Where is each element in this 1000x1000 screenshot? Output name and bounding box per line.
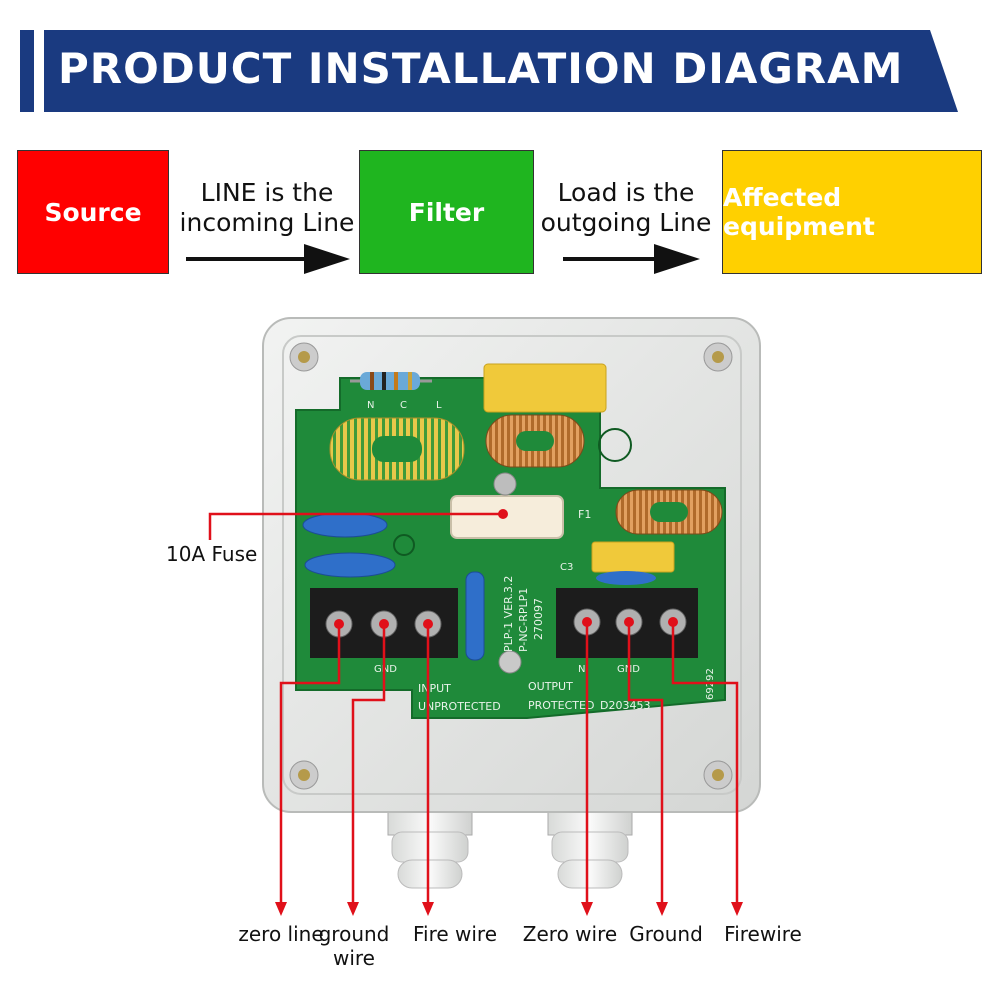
pcb-output-label: OUTPUT [528, 680, 573, 693]
toroid-coil-top [485, 414, 585, 468]
banner-shape [20, 30, 958, 112]
fuse-ref-label: F1 [578, 508, 591, 521]
filter-box: Filter [359, 150, 534, 274]
toroid-coil-right [615, 489, 723, 535]
load-description: Load is the outgoing Line [540, 178, 712, 237]
fire-wire-label: Fire wire [412, 922, 498, 946]
pin-label-n: N [367, 400, 374, 411]
arrow-line-in [186, 244, 350, 274]
gnd-label-left: GND [374, 664, 397, 675]
zero-wire-label: Zero wire [522, 922, 618, 946]
filter-label: Filter [408, 197, 485, 227]
capacitor-large [483, 363, 607, 413]
line-description: LINE is the incoming Line [179, 178, 355, 237]
ground-label: Ground [629, 922, 703, 946]
pcb-protected-label: PROTECTED [528, 699, 594, 712]
cap-ref-label: C3 [560, 562, 573, 573]
pin-label-l: L [436, 400, 442, 411]
firewire-label: Firewire [724, 922, 802, 946]
pcb-serial-label: D203453 [600, 699, 650, 712]
banner-main-shape [44, 30, 958, 112]
blue-wire-varistors [302, 512, 656, 661]
zero-line-callout [275, 619, 344, 916]
resistor [350, 372, 432, 390]
fuse-callout [208, 509, 508, 540]
ground-callout [624, 617, 668, 916]
ground-wire-callout [347, 619, 389, 916]
arrow-load-out [563, 244, 700, 274]
pcb-unprotected-label: UNPROTECTED [418, 700, 501, 713]
title-banner: PRODUCT INSTALLATION DIAGRAM [0, 0, 1000, 120]
fire-wire-callout [422, 619, 434, 916]
pcb-input-label: INPUT [418, 682, 451, 695]
equipment-label: Affected equipment [723, 183, 875, 241]
pcb-code-label: 270097 [532, 598, 545, 640]
ground-wire-label: ground wire [318, 922, 390, 970]
zero-wire-callout [581, 617, 593, 916]
firewire-callout [668, 617, 743, 916]
banner-left-bar [20, 30, 34, 112]
fuse-label: 10A Fuse [166, 542, 258, 566]
board-screw [498, 650, 522, 674]
pcb-version-label: PLP-1 VER.3.2 [502, 576, 515, 652]
pcb-model-label: P-NC-RPLP1 [517, 588, 530, 652]
zero-line-label: zero line [238, 922, 324, 946]
equipment-box: Affected equipment [722, 150, 982, 274]
capacitor-small [591, 541, 675, 573]
toroid-coil-left [329, 417, 465, 481]
source-box: Source [17, 150, 169, 274]
source-label: Source [44, 197, 142, 227]
page-title: PRODUCT INSTALLATION DIAGRAM [58, 44, 904, 93]
n-label-right: N [578, 664, 585, 675]
pin-label-c: C [400, 400, 407, 411]
